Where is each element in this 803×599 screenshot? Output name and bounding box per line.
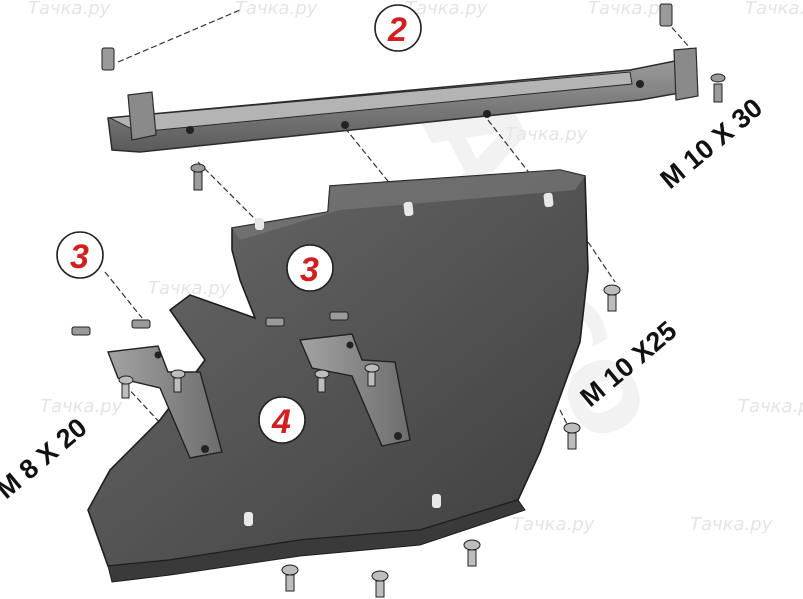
watermark-site-text: Тачка.ру — [588, 0, 671, 19]
watermark-site-text: Тачка.ру — [148, 278, 231, 299]
callout-3-left-number: 3 — [70, 238, 89, 276]
callout-4: 4 — [258, 396, 306, 444]
watermark-site-text: Тачка.ру — [40, 396, 123, 417]
cross-beam — [107, 47, 699, 153]
watermark-site-text: Тачка.ру — [512, 514, 595, 535]
watermark-site-text: Тачка.ру — [738, 396, 803, 417]
watermark-site-text: Тачка.ру — [405, 0, 488, 19]
top-fasteners — [101, 3, 726, 191]
watermark-site-text: Тачка.ру — [690, 514, 773, 535]
spec-m8x20: M 8 X 20 — [0, 412, 93, 504]
spacer-plates — [71, 311, 349, 336]
watermark-site-text: Тачка.ру — [745, 0, 803, 19]
bolts — [118, 284, 621, 598]
callout-2: 2 — [374, 4, 422, 52]
callout-4-number: 4 — [271, 403, 291, 441]
callout-3-right: 3 — [286, 244, 334, 292]
callout-3-right-number: 3 — [300, 251, 319, 289]
watermark-site-text: Тачка.ру — [505, 124, 588, 145]
watermark-site-text: Тачка.ру — [28, 0, 111, 19]
watermark-site-text: Тачка.ру — [235, 0, 318, 19]
callout-3-left: 3 — [56, 231, 104, 279]
spec-m10x30: M 10 X 30 — [655, 93, 769, 195]
callout-2-number: 2 — [387, 11, 407, 49]
